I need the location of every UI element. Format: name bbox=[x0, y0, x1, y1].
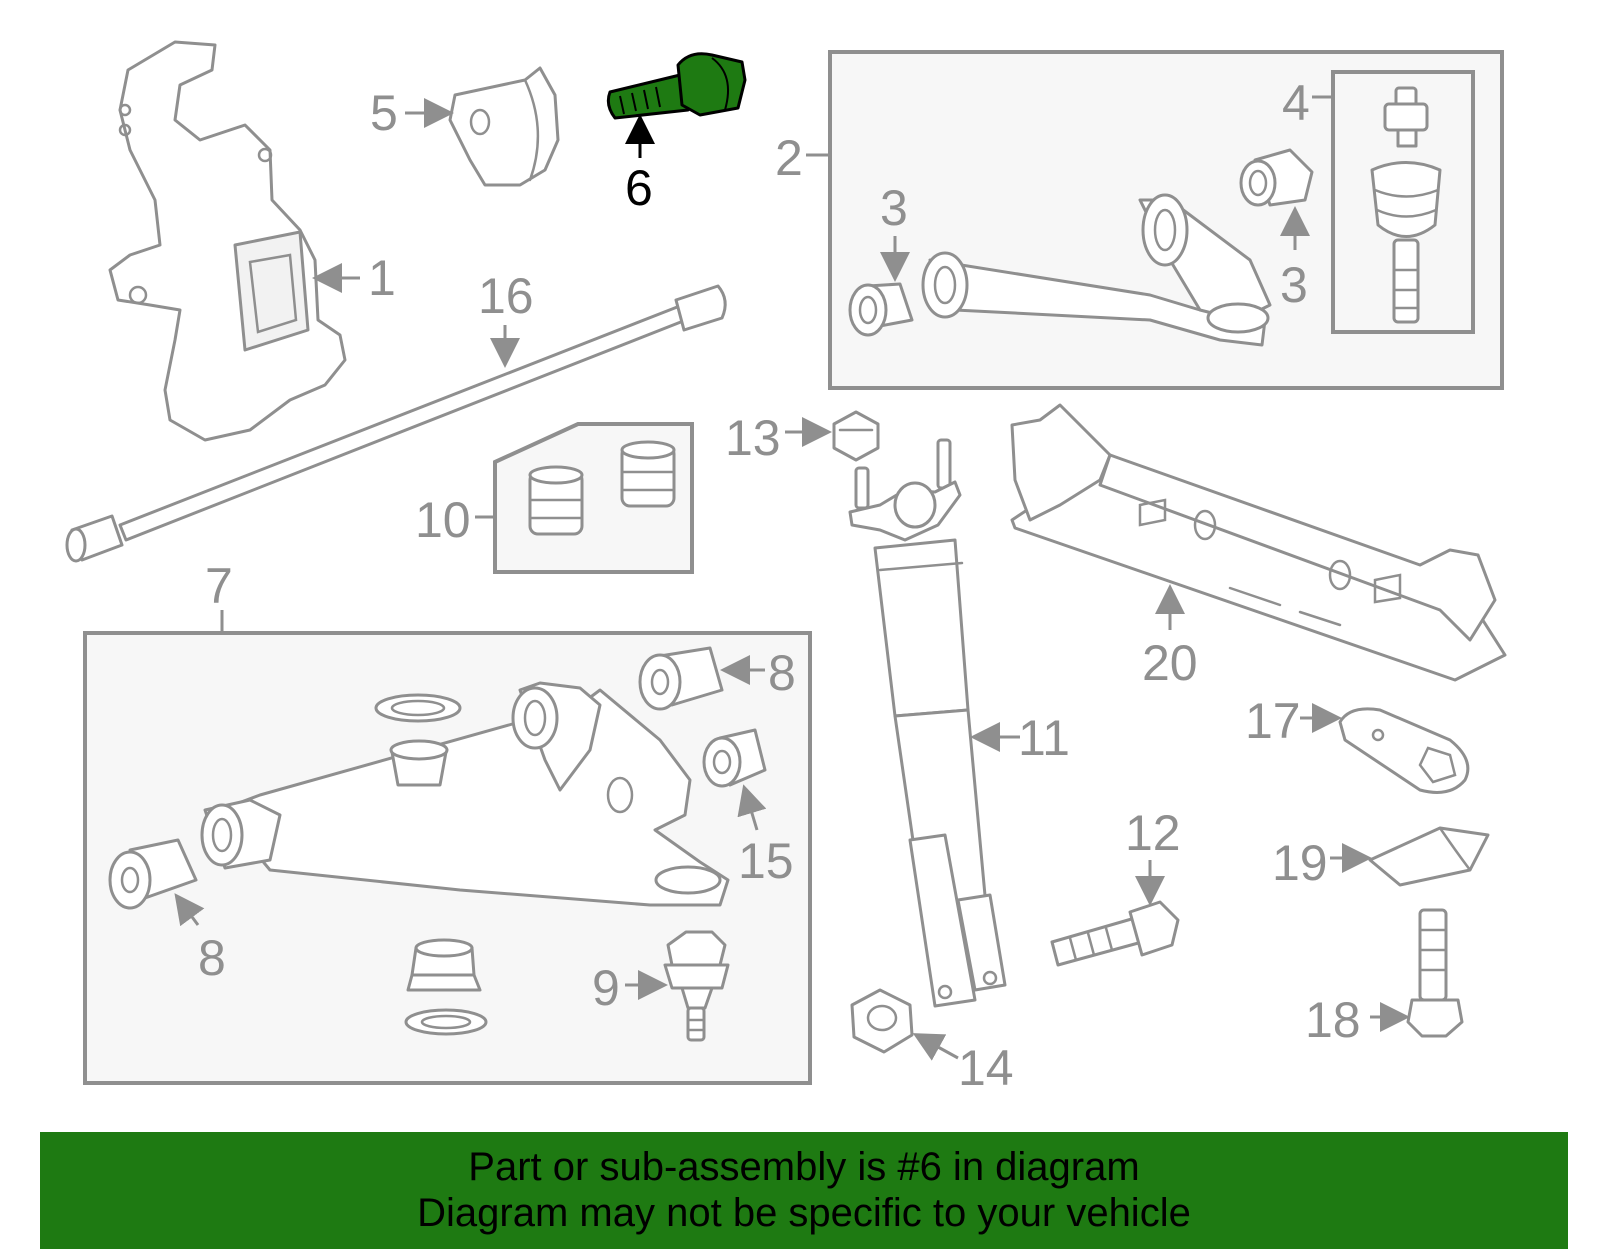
callout-20: 20 bbox=[1142, 635, 1198, 691]
part-19-bracket[interactable] bbox=[1368, 826, 1490, 887]
part-20-crossmember[interactable] bbox=[1010, 403, 1507, 682]
part-washer-top[interactable] bbox=[374, 693, 462, 723]
callout-3a: 3 bbox=[880, 180, 908, 236]
part-10-bushing-a[interactable] bbox=[528, 465, 584, 536]
part-11-shock-absorber[interactable] bbox=[848, 438, 1007, 1008]
part-18-bolt[interactable] bbox=[1406, 908, 1464, 1038]
part-7-lower-control-arm[interactable] bbox=[200, 681, 730, 907]
callout-15: 15 bbox=[738, 833, 794, 889]
banner-line-2: Diagram may not be specific to your vehi… bbox=[417, 1191, 1191, 1235]
info-banner: Part or sub-assembly is #6 in diagram Di… bbox=[40, 1132, 1568, 1249]
part-4-ball-joint[interactable] bbox=[1370, 86, 1442, 324]
part-13-nut[interactable] bbox=[832, 410, 880, 462]
callout-7: 7 bbox=[205, 558, 233, 614]
part-14-nut[interactable] bbox=[850, 988, 914, 1054]
callout-5: 5 bbox=[370, 85, 398, 141]
callout-17: 17 bbox=[1245, 693, 1301, 749]
part-bushing-cup-top[interactable] bbox=[389, 739, 449, 787]
part-1-steering-knuckle[interactable] bbox=[108, 40, 347, 442]
part-12-bolt[interactable] bbox=[1050, 900, 1180, 967]
part-8-bushing-lower[interactable] bbox=[108, 838, 198, 910]
part-bushing-cup-bottom[interactable] bbox=[406, 938, 482, 992]
part-10-bushing-b[interactable] bbox=[620, 440, 676, 508]
callout-10: 10 bbox=[415, 492, 471, 548]
part-5-bracket[interactable] bbox=[448, 66, 560, 187]
part-washer-bottom[interactable] bbox=[404, 1008, 488, 1036]
part-16-torsion-bar[interactable] bbox=[65, 284, 727, 563]
part-17-adjuster[interactable] bbox=[1338, 707, 1470, 794]
callout-4: 4 bbox=[1282, 75, 1310, 131]
part-15-bushing[interactable] bbox=[702, 728, 767, 788]
leader-14 bbox=[912, 1033, 959, 1061]
part-8-bushing-upper[interactable] bbox=[638, 646, 724, 711]
leader-8b bbox=[174, 893, 205, 927]
callout-14: 14 bbox=[958, 1040, 1014, 1096]
callout-9: 9 bbox=[592, 960, 620, 1016]
part-9-ball-joint[interactable] bbox=[663, 930, 730, 1042]
callout-2: 2 bbox=[775, 130, 803, 186]
leader-15 bbox=[737, 784, 767, 831]
part-3-bushing-right[interactable] bbox=[1239, 148, 1314, 207]
banner-line-1: Part or sub-assembly is #6 in diagram bbox=[468, 1145, 1140, 1189]
callout-12: 12 bbox=[1125, 805, 1181, 861]
callout-19: 19 bbox=[1272, 835, 1328, 891]
part-2-upper-control-arm[interactable] bbox=[921, 193, 1272, 347]
part-3-bushing-left[interactable] bbox=[848, 282, 914, 337]
callout-3b: 3 bbox=[1280, 257, 1308, 313]
callout-11: 11 bbox=[1018, 710, 1070, 766]
callout-6: 6 bbox=[625, 160, 653, 216]
callout-18: 18 bbox=[1305, 992, 1361, 1048]
callout-1: 1 bbox=[368, 250, 396, 306]
callout-13: 13 bbox=[725, 410, 781, 466]
part-6-cam-bolt-highlighted[interactable] bbox=[606, 52, 747, 120]
callout-8a: 8 bbox=[768, 645, 796, 701]
callout-8b: 8 bbox=[198, 930, 226, 986]
callout-16: 16 bbox=[478, 268, 534, 324]
